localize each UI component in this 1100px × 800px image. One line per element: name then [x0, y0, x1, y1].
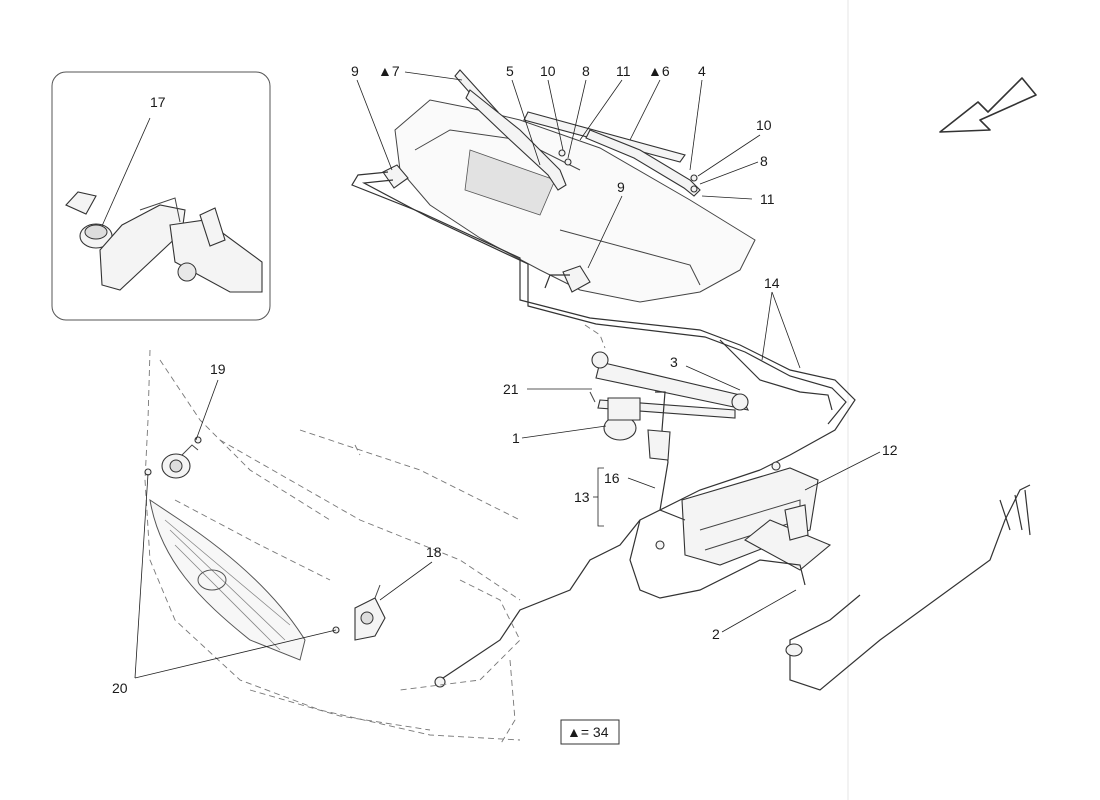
callout-5: 5 [506, 63, 514, 79]
vehicle-front-outline [144, 349, 521, 746]
callout-7: ▲7 [378, 63, 400, 79]
nut-washer-parts [558, 149, 698, 193]
wiper-arm-part [465, 89, 701, 197]
reservoir-cap-part [65, 191, 113, 249]
wiper-motor-part [589, 391, 641, 441]
callout-9: 9 [351, 63, 359, 79]
callout-20: 20 [112, 680, 128, 696]
inset-detail-box: 17 [51, 71, 271, 321]
callout-1: 1 [512, 430, 520, 446]
callout-11: 11 [616, 63, 631, 79]
callout-3: 3 [670, 354, 678, 370]
legend-box: ▲= 34 [560, 719, 620, 745]
callout-11-right: 11 [760, 191, 775, 207]
callout-2: 2 [712, 626, 720, 642]
callout-4: 4 [698, 63, 706, 79]
horn-part [144, 436, 202, 479]
callout-18: 18 [426, 544, 442, 560]
view-direction-arrow-icon [939, 77, 1037, 133]
callout-13: 13 [574, 489, 590, 505]
callout-16: 16 [604, 470, 620, 486]
washer-nozzle-part [382, 164, 591, 293]
wiring-harness-part [434, 469, 1031, 691]
callout-6: ▲6 [648, 63, 670, 79]
callout-8: 8 [582, 63, 590, 79]
callout-17: 17 [150, 94, 166, 110]
legend-text: ▲= 34 [567, 724, 609, 740]
callout-19: 19 [210, 361, 226, 377]
callout-12: 12 [882, 442, 898, 458]
callout-9-center: 9 [617, 179, 625, 195]
filler-neck-part [647, 391, 686, 521]
washer-reservoir-part [655, 461, 832, 571]
horn-part-2 [332, 584, 386, 641]
callout-10-right: 10 [756, 117, 772, 133]
callout-8-right: 8 [760, 153, 768, 169]
reservoir-tank-part [99, 197, 263, 293]
callout-14: 14 [764, 275, 780, 291]
callout-10: 10 [540, 63, 556, 79]
washer-hose-part [351, 171, 856, 471]
leader-lines [134, 71, 881, 679]
callout-21: 21 [503, 381, 519, 397]
